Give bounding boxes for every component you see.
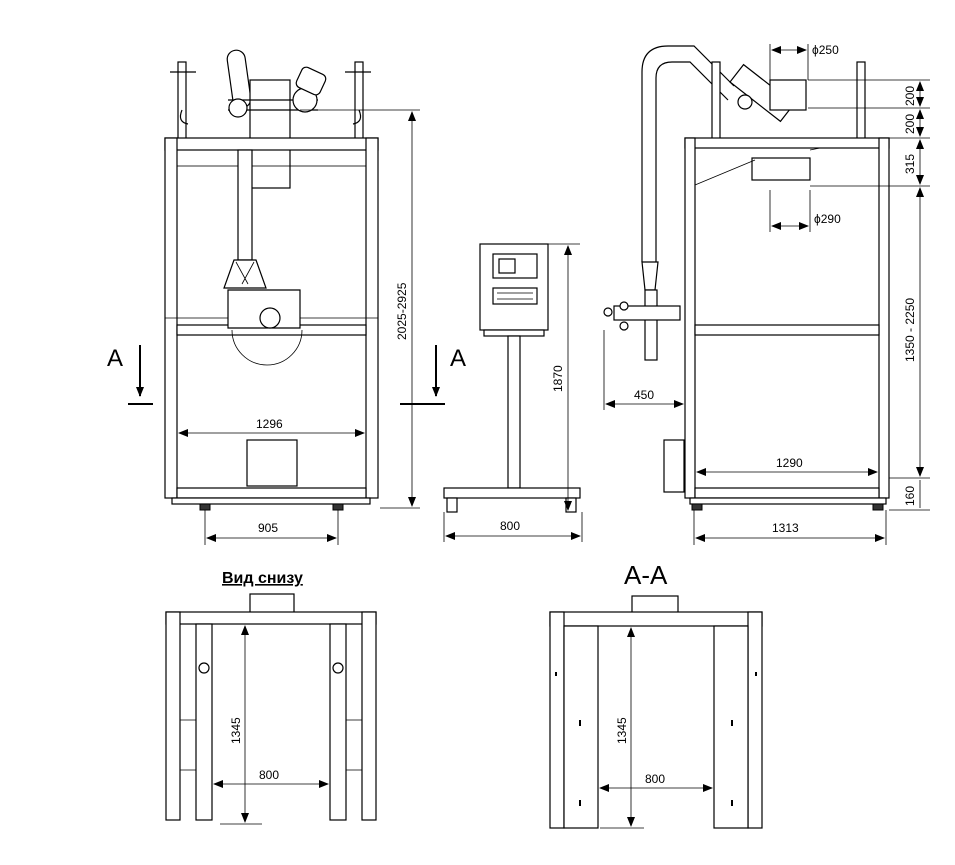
side-dim-outer: 1313 bbox=[693, 510, 887, 545]
dim-phi-250: ϕ250 bbox=[812, 43, 839, 57]
front-hatch bbox=[246, 439, 298, 487]
dim-phi-290: ϕ290 bbox=[814, 212, 841, 226]
panel-dim-height: 1870 bbox=[548, 243, 580, 511]
bottom-dim-depth: 1345 bbox=[220, 623, 262, 825]
dim-panel-base: 800 bbox=[500, 519, 520, 533]
panel-stand bbox=[507, 335, 521, 489]
bottom-view: Вид снизу 1345 800 bbox=[165, 570, 377, 825]
side-view: ϕ250 ϕ290 200 200 315 1350 - 2250 160 bbox=[603, 43, 930, 545]
side-dim-inner: 1290 bbox=[696, 456, 878, 476]
dim-200-a: 200 bbox=[903, 86, 917, 106]
front-dim-foot-width: 905 bbox=[204, 510, 339, 545]
side-flanges bbox=[603, 301, 681, 331]
dim-front-foot-width: 905 bbox=[258, 521, 278, 535]
panel-view: 1870 800 bbox=[443, 243, 583, 542]
section-dim-width: 800 bbox=[599, 772, 713, 792]
panel-base bbox=[443, 487, 581, 499]
dim-front-inner-width: 1296 bbox=[256, 417, 283, 431]
dim-frame-height: 1350 - 2250 bbox=[903, 298, 917, 362]
panel-dim-base: 800 bbox=[443, 512, 583, 542]
section-dim-depth: 1345 bbox=[600, 625, 644, 829]
section-view: A-A 1345 800 bbox=[549, 560, 763, 829]
front-frame bbox=[164, 137, 379, 511]
dim-side-inner: 1290 bbox=[776, 456, 803, 470]
side-frame bbox=[663, 137, 890, 511]
dim-200-b: 200 bbox=[903, 114, 917, 134]
front-duct-fan bbox=[223, 149, 303, 366]
section-marker-left: A bbox=[107, 345, 153, 405]
side-dim-phi290: ϕ290 bbox=[769, 190, 841, 232]
front-dim-height: 2025-2925 bbox=[300, 109, 420, 509]
front-view: A A 2025-2925 1296 905 bbox=[107, 49, 466, 545]
dim-front-height: 2025-2925 bbox=[395, 282, 409, 340]
dim-section-width: 800 bbox=[645, 772, 665, 786]
dim-panel-height: 1870 bbox=[551, 365, 565, 392]
section-marker-right: A bbox=[400, 345, 466, 405]
bottom-dim-width: 800 bbox=[213, 768, 329, 788]
dim-bottom-width: 800 bbox=[259, 768, 279, 782]
dim-section-depth: 1345 bbox=[615, 717, 629, 744]
front-dim-inner-width: 1296 bbox=[178, 417, 365, 437]
dim-315: 315 bbox=[903, 154, 917, 174]
dim-offset: 450 bbox=[634, 388, 654, 402]
side-dim-phi250: ϕ250 bbox=[769, 43, 839, 80]
section-view-title: A-A bbox=[624, 560, 668, 590]
section-letter-left: A bbox=[107, 345, 123, 372]
bottom-view-title: Вид снизу bbox=[222, 570, 303, 587]
front-exhaust-pipe bbox=[226, 49, 327, 189]
dim-bottom-depth: 1345 bbox=[229, 717, 243, 744]
dim-side-outer: 1313 bbox=[772, 521, 799, 535]
side-dims-right: 200 200 315 1350 - 2250 160 bbox=[808, 79, 930, 511]
dim-160: 160 bbox=[903, 486, 917, 506]
side-dim-offset: 450 bbox=[603, 330, 684, 410]
section-letter-right: A bbox=[450, 345, 466, 372]
